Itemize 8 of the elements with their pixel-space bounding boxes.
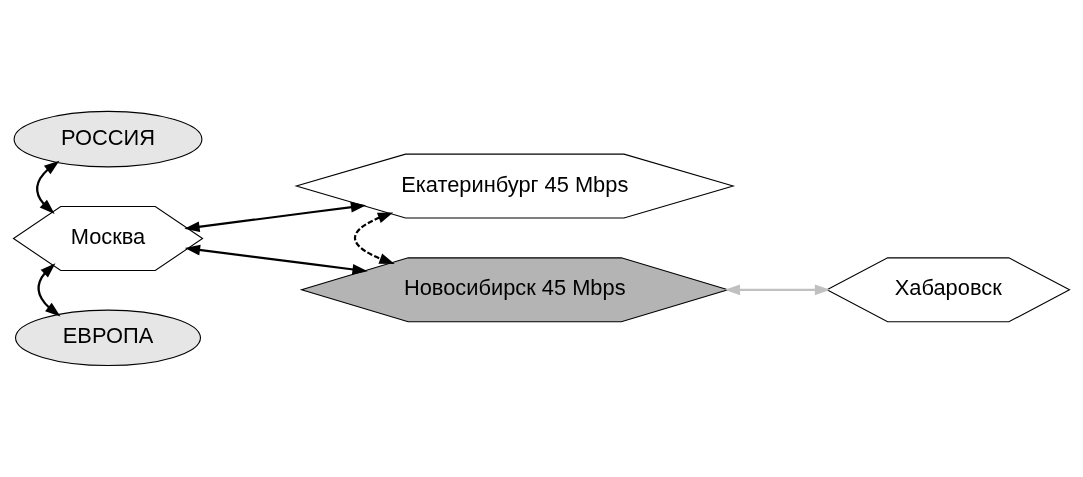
arrow	[184, 244, 368, 275]
node-ellipse: ЕВРОПА	[15, 309, 202, 367]
arrow	[724, 284, 831, 296]
arrow	[184, 201, 367, 233]
arrow	[37, 263, 61, 317]
node-ellipse: РОССИЯ	[13, 110, 203, 168]
arrow	[354, 212, 395, 264]
arrow	[36, 160, 60, 214]
